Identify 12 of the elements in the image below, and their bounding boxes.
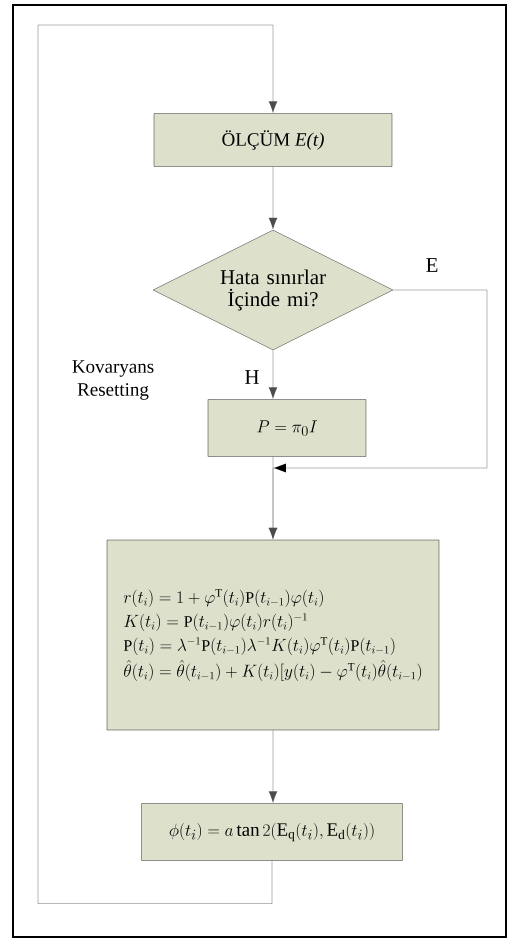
process-box: ÖLÇÜM E(t) bbox=[154, 113, 392, 167]
arrow bbox=[268, 456, 278, 540]
process-box: $P = \pi_0 I$ bbox=[208, 399, 366, 457]
edge-label: E bbox=[424, 257, 440, 273]
process-box: $\phi(t_i) = a\tan 2(\mathrm{E}_{\mathrm{q}}(t_i),\mathrm{E}_{\mathrm{d}}(t_i))$ bbox=[141, 803, 403, 861]
arrow bbox=[38, 24, 278, 904]
arrow bbox=[268, 166, 278, 230]
arrow bbox=[268, 730, 278, 803]
process-box: $r(t_i) = 1+\varphi^{\mathrm{T}}(t_i)\mathrm{P}(t_{i-1})\varphi(t_i)$ $K(t_i) = \mathrm{P}(t_{i-1})\varphi(t_i) r(t_i)^{-1}$ $\mathrm{P}(t_i) = \lambda^{-1}\mathrm{P}(t_{i-1})\lambda^{-1}K(t_i)\varphi^{\mathrm{T}}(t_i)\mathrm{P}(t_{i-1})$ $\hat{\theta}(t_i) = \hat{\theta}(t_{i-1}) + K(t_i)[y(t_i) - \varphi^{\mathrm{T}}(t_i)\hat{\theta}(t_{i-1})$ bbox=[106, 540, 440, 730]
edge-label: H bbox=[243, 369, 261, 385]
note-text: Kovaryans Resetting bbox=[72, 360, 154, 400]
arrow bbox=[268, 350, 278, 399]
